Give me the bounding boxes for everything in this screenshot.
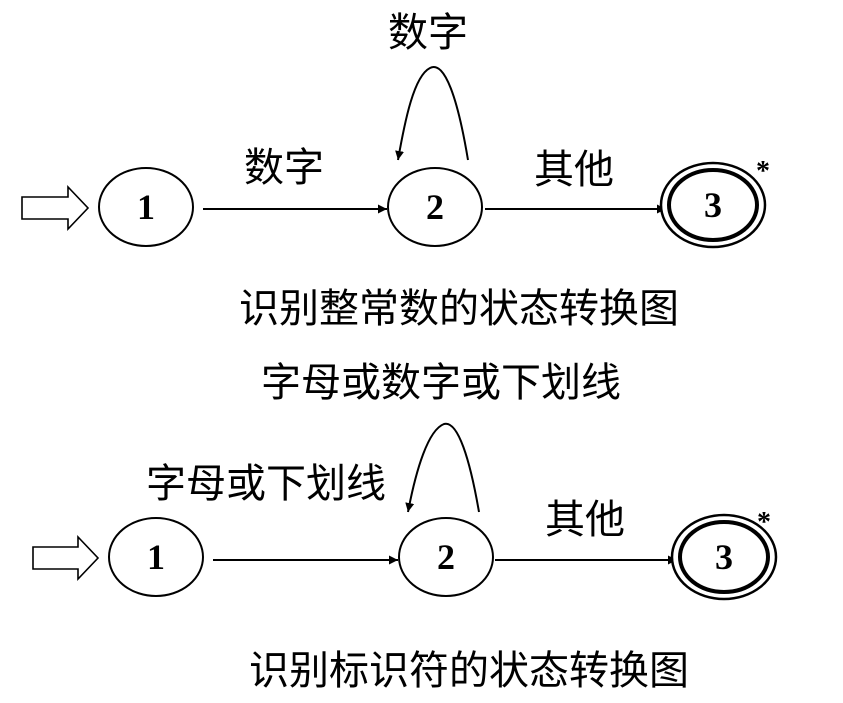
retract-star-marker: * bbox=[757, 507, 771, 538]
final-state-outer-ring bbox=[659, 161, 767, 249]
final-state-inner-ring bbox=[678, 520, 770, 594]
transition-label-1-2: 数字 bbox=[244, 145, 324, 191]
state-label: 1 bbox=[137, 187, 155, 227]
transition-label-2-3: 其他 bbox=[545, 497, 625, 543]
state-circle bbox=[98, 167, 194, 247]
state-1: 1 bbox=[108, 517, 204, 597]
state-label: 3 bbox=[715, 537, 733, 577]
state-label: 3 bbox=[704, 185, 722, 225]
state-2: 2 bbox=[387, 167, 483, 247]
final-state-inner-ring bbox=[667, 168, 759, 242]
final-state-outer-ring bbox=[670, 513, 778, 601]
state-circle bbox=[108, 517, 204, 597]
transition-label-2-3: 其他 bbox=[534, 147, 614, 193]
diagram-caption: 识别标识符的状态转换图 bbox=[249, 648, 689, 694]
self-loop-2 bbox=[405, 422, 480, 513]
state-circle bbox=[387, 167, 483, 247]
state-3-final: 3 * bbox=[659, 156, 770, 249]
diagram-integer: 1 数字 2 数字 其他 3 * 识别整常数的状态转换图 bbox=[21, 10, 770, 332]
transition-label-1-2: 字母或下划线 bbox=[146, 461, 386, 507]
state-label: 2 bbox=[426, 187, 444, 227]
self-loop-label: 数字 bbox=[388, 10, 468, 56]
self-loop-2 bbox=[395, 66, 469, 161]
diagram-identifier: 字母或数字或下划线 1 字母或下划线 2 其他 3 * 识别标识符的状态转换图 bbox=[32, 360, 778, 694]
state-2: 2 bbox=[398, 517, 494, 597]
retract-star-marker: * bbox=[756, 156, 770, 187]
start-arrow-1 bbox=[21, 185, 90, 231]
start-arrow-2 bbox=[32, 535, 100, 581]
state-circle bbox=[398, 517, 494, 597]
self-loop-label: 字母或数字或下划线 bbox=[261, 360, 621, 406]
state-label: 1 bbox=[147, 537, 165, 577]
state-3-final: 3 * bbox=[670, 507, 778, 601]
state-label: 2 bbox=[437, 537, 455, 577]
state-1: 1 bbox=[98, 167, 194, 247]
diagram-caption: 识别整常数的状态转换图 bbox=[239, 286, 679, 332]
